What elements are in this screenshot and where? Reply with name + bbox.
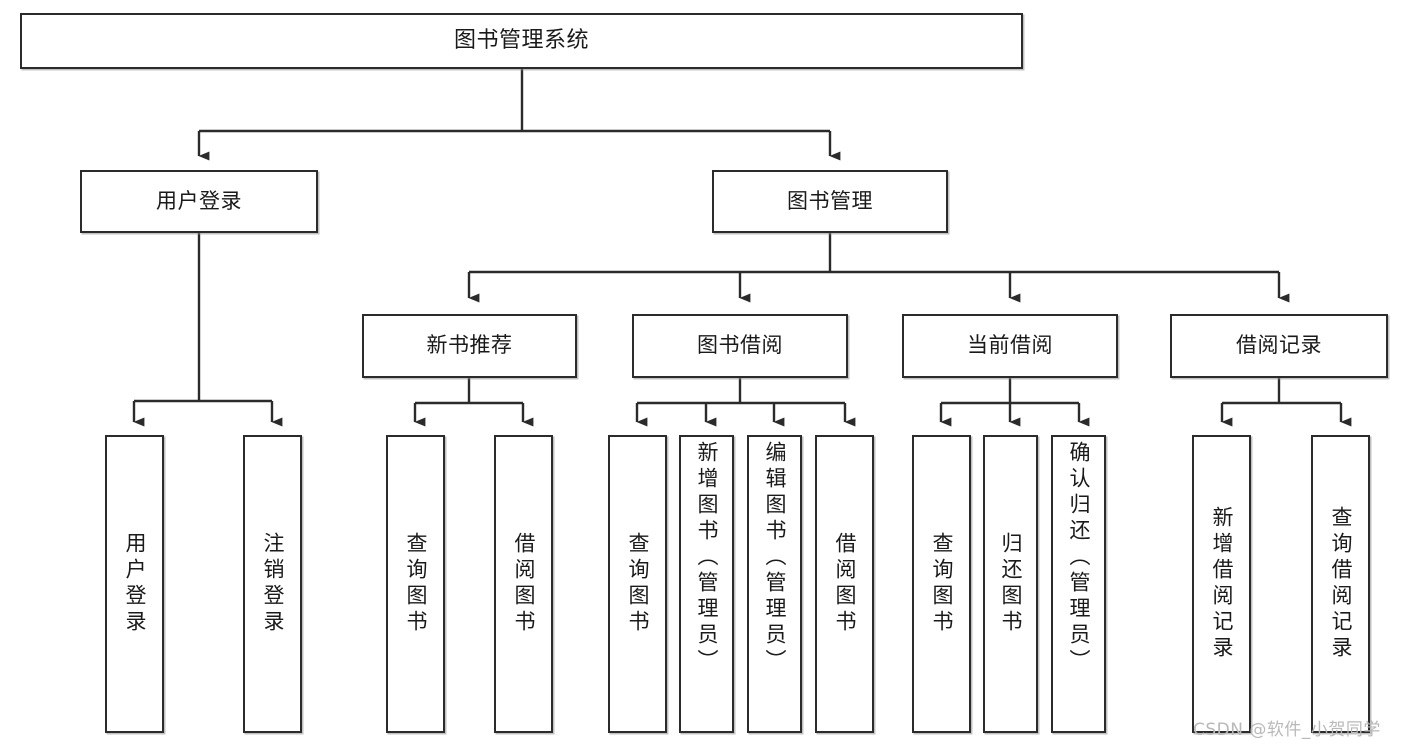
node-root-library-system[interactable]: 图书管理系统 [20,13,1023,69]
node-label: 归还图书 [999,532,1023,636]
node-label: 借阅记录 [1236,333,1322,358]
node-label: 新增图书（管理员） [695,441,719,675]
node-label: 确认归还（管理员） [1067,441,1091,675]
leaf-book-borrow-add-book-admin[interactable]: 新增图书（管理员） [679,435,734,733]
node-label: 查询图书 [930,532,954,636]
leaf-new-book-borrow-book[interactable]: 借阅图书 [494,435,553,733]
node-label: 查询图书 [626,532,650,636]
leaf-new-book-query-book[interactable]: 查询图书 [386,435,445,733]
leaf-current-borrow-return-book[interactable]: 归还图书 [983,435,1038,733]
leaf-current-borrow-confirm-return-admin[interactable]: 确认归还（管理员） [1051,435,1106,733]
node-label: 新增借阅记录 [1210,506,1234,662]
node-label: 图书借阅 [697,333,783,358]
node-label: 查询借阅记录 [1329,506,1353,662]
leaf-current-borrow-query-book[interactable]: 查询图书 [912,435,971,733]
leaf-book-borrow-edit-book-admin[interactable]: 编辑图书（管理员） [747,435,802,733]
node-borrow-record[interactable]: 借阅记录 [1170,314,1388,378]
connector-group-borrow-record-leaves [1220,378,1352,427]
node-book-borrow[interactable]: 图书借阅 [632,314,848,378]
connector-group-user-login-leaves [132,233,283,427]
node-label: 借阅图书 [512,532,536,636]
node-new-book-recommend[interactable]: 新书推荐 [362,314,577,378]
node-book-management[interactable]: 图书管理 [712,170,948,233]
connector-group-book-borrow-leaves [635,378,856,427]
connector-group-current-borrow-leaves [939,378,1090,427]
node-label: 图书管理 [787,188,873,213]
csdn-watermark: CSDN @软件_小贺同学 [1193,720,1381,740]
node-label: 用户登录 [123,532,147,636]
leaf-borrow-record-add-record[interactable]: 新增借阅记录 [1192,435,1251,733]
leaf-user-login-signout[interactable]: 注销登录 [243,435,302,733]
connector-group-root [197,69,841,161]
node-label: 查询图书 [404,532,428,636]
node-label: 当前借阅 [967,333,1053,358]
leaf-book-borrow-query-book[interactable]: 查询图书 [608,435,667,733]
leaf-borrow-record-query-record[interactable]: 查询借阅记录 [1311,435,1370,733]
connector-group-new-book-leaves [413,378,534,427]
node-label: 借阅图书 [833,532,857,636]
node-user-login[interactable]: 用户登录 [80,170,318,233]
node-label: 图书管理系统 [453,27,589,53]
node-label: 用户登录 [156,188,242,213]
connector-group-book-manage [467,233,1290,303]
node-label: 编辑图书（管理员） [763,441,787,675]
leaf-user-login-signin[interactable]: 用户登录 [105,435,164,733]
node-label: 注销登录 [261,532,285,636]
leaf-book-borrow-borrow-book[interactable]: 借阅图书 [815,435,874,733]
node-label: 新书推荐 [426,333,513,358]
node-current-borrow[interactable]: 当前借阅 [902,314,1118,378]
